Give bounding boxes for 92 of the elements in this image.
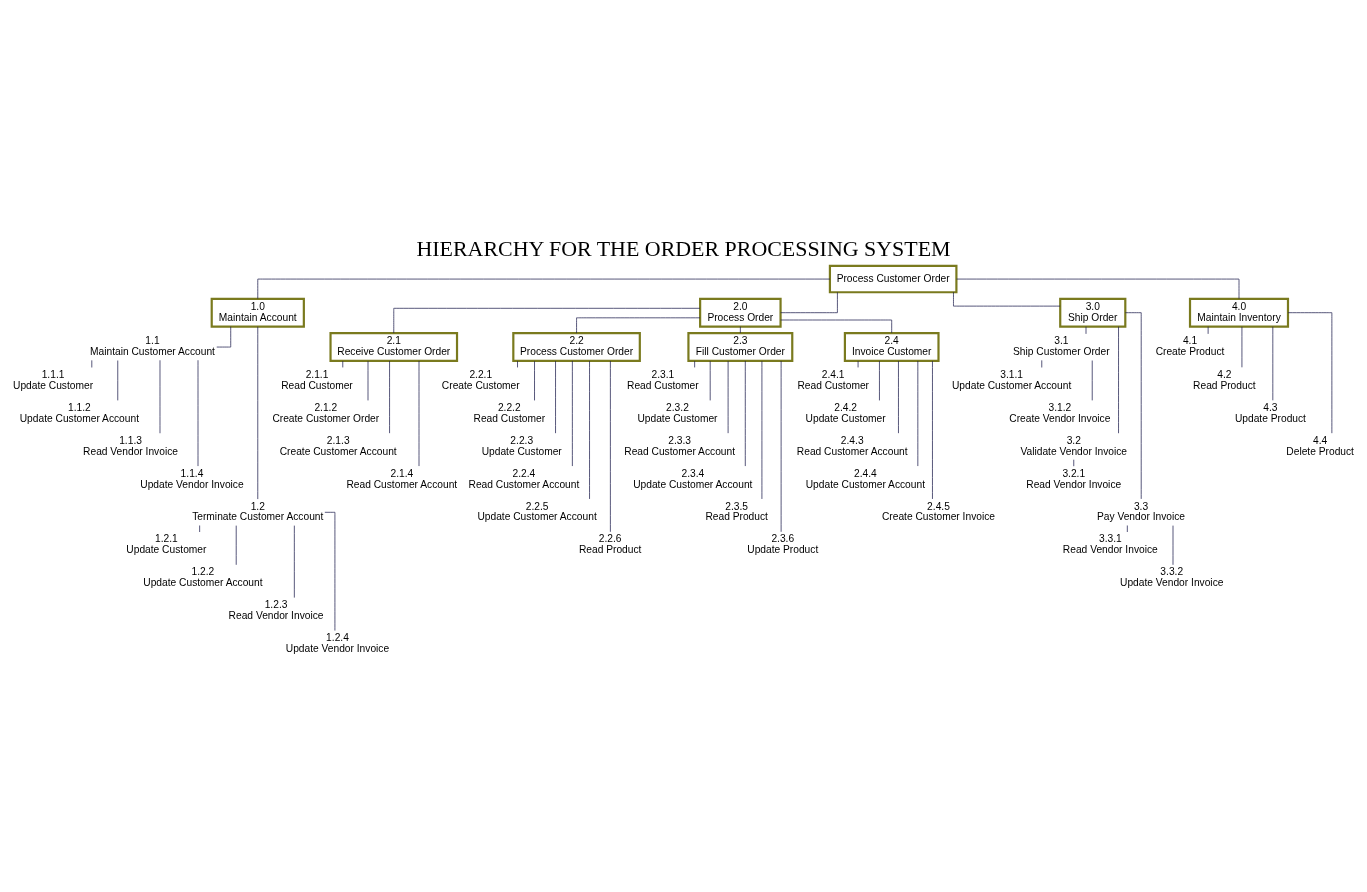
connector bbox=[517, 360, 518, 368]
node-text: 3.3.2 Update Vendor Invoice bbox=[1120, 565, 1224, 588]
node-text: 2.4.5 Create Customer Invoice bbox=[881, 500, 996, 522]
connector bbox=[879, 360, 880, 401]
connector bbox=[555, 360, 556, 434]
connector bbox=[1118, 325, 1119, 434]
connector bbox=[589, 360, 590, 499]
node-text: 3.1 Ship Customer Order bbox=[1013, 334, 1110, 357]
connector bbox=[1287, 311, 1333, 434]
node-text: 2.2.1 Create Customer bbox=[441, 368, 520, 391]
node-text: 1.1.3 Read Vendor Invoice bbox=[83, 434, 178, 457]
node-text: 2.3.2 Update Customer bbox=[637, 401, 718, 424]
node-text: 1.2 Terminate Customer Account bbox=[192, 500, 324, 522]
connector bbox=[418, 360, 420, 466]
connector bbox=[740, 325, 741, 333]
connector bbox=[1125, 311, 1142, 499]
node-text: 2.3.6 Update Product bbox=[747, 532, 819, 555]
connector bbox=[610, 360, 611, 532]
node-text: 1.2.3 Read Vendor Invoice bbox=[228, 598, 324, 621]
node-box: 1.0 Maintain Account bbox=[210, 297, 305, 328]
connector bbox=[199, 524, 200, 532]
node-text: 4.4 Delete Product bbox=[1286, 434, 1354, 457]
node-text: 2.4.1 Read Customer bbox=[797, 368, 869, 391]
node-text: 1.2.4 Update Vendor Invoice bbox=[285, 631, 390, 654]
node-text: 4.1 Create Product bbox=[1155, 334, 1225, 357]
node-text: 2.3.3 Read Customer Account bbox=[624, 434, 736, 457]
connector bbox=[1241, 325, 1243, 368]
connector bbox=[534, 360, 535, 401]
node-text: 2.2.2 Read Customer bbox=[473, 401, 546, 424]
node-text: 3.1.1 Update Customer Account bbox=[951, 368, 1072, 391]
node-text: 4.3 Update Product bbox=[1234, 401, 1306, 424]
node-text: 4.2 Read Product bbox=[1193, 368, 1256, 391]
connector bbox=[956, 278, 1240, 299]
connector bbox=[780, 291, 838, 313]
node-text: 2.1.4 Read Customer Account bbox=[346, 467, 458, 490]
node-text: 2.3.1 Read Customer bbox=[627, 368, 699, 391]
node-box: 2.2 Process Customer Order bbox=[512, 331, 641, 362]
connector bbox=[572, 360, 573, 466]
node-text: 1.1.4 Update Vendor Invoice bbox=[140, 467, 244, 490]
node-text: 3.1.2 Create Vendor Invoice bbox=[1009, 401, 1111, 424]
connector bbox=[898, 360, 899, 434]
node-text: 3.2.1 Read Vendor Invoice bbox=[1026, 467, 1122, 490]
node-text: 1.2.2 Update Customer Account bbox=[143, 565, 263, 588]
node-text: 2.2.4 Read Customer Account bbox=[468, 467, 580, 490]
connector bbox=[342, 360, 344, 368]
node-box: 2.3 Fill Customer Order bbox=[687, 331, 794, 362]
connector bbox=[780, 360, 782, 532]
connector bbox=[761, 360, 763, 499]
connector bbox=[576, 316, 701, 333]
connector bbox=[694, 360, 695, 368]
connector bbox=[709, 360, 711, 401]
connector bbox=[857, 360, 859, 368]
node-text: 2.4.3 Read Customer Account bbox=[796, 434, 908, 457]
node-text: 2.1.2 Create Customer Order bbox=[272, 401, 380, 424]
node-text: 2.4.4 Update Customer Account bbox=[805, 467, 926, 490]
connector bbox=[1085, 325, 1087, 334]
connector bbox=[389, 360, 390, 434]
node-text: 1.2.1 Update Customer bbox=[126, 532, 207, 555]
node-text: 2.3.5 Read Product bbox=[705, 500, 768, 522]
node-text: 2.2.3 Update Customer bbox=[481, 434, 562, 457]
connector bbox=[257, 278, 831, 299]
node-text: 2.4.2 Update Customer bbox=[805, 401, 886, 424]
node-text: 1.1.1 Update Customer bbox=[13, 368, 94, 391]
node-text: 1.1.2 Update Customer Account bbox=[19, 401, 140, 424]
connector bbox=[953, 291, 1061, 306]
connector bbox=[367, 360, 369, 401]
node-text: 2.1.1 Read Customer bbox=[281, 368, 353, 391]
node-box: 3.0 Ship Order bbox=[1059, 297, 1127, 328]
connector bbox=[932, 360, 933, 499]
connector bbox=[216, 325, 232, 347]
connector bbox=[393, 307, 701, 333]
node-text: 2.3.4 Update Customer Account bbox=[633, 467, 753, 490]
connector bbox=[1207, 325, 1209, 334]
node-text: 1.1 Maintain Customer Account bbox=[90, 334, 215, 357]
node-text: 3.3.1 Read Vendor Invoice bbox=[1062, 532, 1158, 555]
connector bbox=[1272, 325, 1274, 401]
node-box: 4.0 Maintain Inventory bbox=[1188, 297, 1290, 328]
node-box: Process Customer Order bbox=[828, 264, 958, 293]
connector bbox=[727, 360, 729, 434]
node-box: 2.1 Receive Customer Order bbox=[329, 331, 459, 362]
connector bbox=[780, 319, 893, 333]
node-text: 3.3 Pay Vendor Invoice bbox=[1096, 500, 1186, 522]
connector bbox=[917, 360, 919, 466]
connector bbox=[744, 360, 746, 466]
node-text: 3.2 Validate Vendor Invoice bbox=[1020, 434, 1128, 457]
node-box: 2.4 Invoice Customer bbox=[843, 331, 940, 362]
node-box: 2.0 Process Order bbox=[699, 297, 782, 328]
connector bbox=[257, 325, 259, 499]
node-text: 2.2.6 Read Product bbox=[578, 532, 642, 555]
node-text: 2.1.3 Create Customer Account bbox=[279, 434, 397, 457]
node-text: 2.2.5 Update Customer Account bbox=[477, 500, 597, 522]
diagram-title: HIERARCHY FOR THE ORDER PROCESSING SYSTEM bbox=[416, 235, 951, 261]
